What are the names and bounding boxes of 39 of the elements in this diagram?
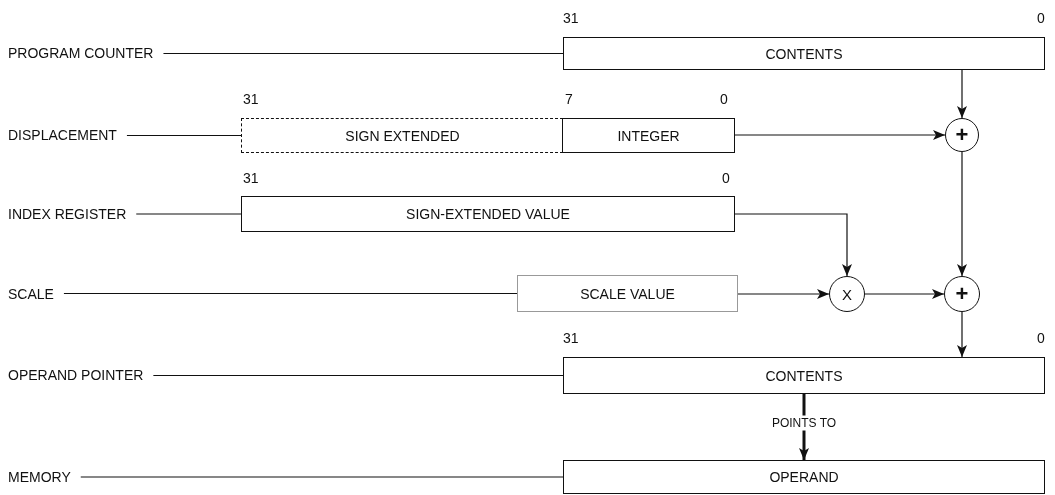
bit-number: 0 bbox=[720, 91, 728, 107]
register-field-box: CONTENTS bbox=[563, 37, 1045, 70]
bit-number: 0 bbox=[1037, 330, 1045, 346]
register-field-box: INTEGER bbox=[562, 118, 735, 153]
arrow bbox=[734, 130, 946, 140]
connector-line bbox=[80, 476, 564, 478]
row-label: MEMORY bbox=[8, 468, 71, 486]
row-label: DISPLACEMENT bbox=[8, 126, 117, 144]
arrow bbox=[737, 289, 830, 299]
register-field-box: SCALE VALUE bbox=[517, 275, 738, 312]
connector-line bbox=[135, 213, 242, 215]
arrow bbox=[957, 151, 967, 277]
arrow bbox=[957, 311, 967, 358]
arrow bbox=[864, 289, 945, 299]
edge-label: POINTS TO bbox=[769, 415, 839, 431]
operator-circle: + bbox=[944, 276, 980, 312]
bit-number: 31 bbox=[563, 330, 579, 346]
connector-line bbox=[152, 374, 564, 377]
bit-number: 0 bbox=[722, 170, 730, 186]
register-field-box: SIGN-EXTENDED VALUE bbox=[241, 196, 735, 232]
connector-line bbox=[63, 292, 518, 295]
connector-line bbox=[162, 52, 564, 55]
row-label: PROGRAM COUNTER bbox=[8, 44, 154, 62]
row-label: OPERAND POINTER bbox=[8, 366, 144, 384]
bit-number: 31 bbox=[243, 91, 259, 107]
arrow bbox=[734, 213, 852, 277]
operator-circle: + bbox=[945, 118, 979, 152]
bit-number: 0 bbox=[1037, 10, 1045, 26]
register-field-box: OPERAND bbox=[563, 460, 1045, 494]
bit-number: 7 bbox=[565, 91, 573, 107]
bit-number: 31 bbox=[243, 170, 259, 186]
connector-line bbox=[126, 134, 242, 137]
dashed-field-box: SIGN EXTENDED bbox=[241, 118, 563, 153]
arrow bbox=[957, 69, 967, 119]
row-label: INDEX REGISTER bbox=[8, 205, 127, 223]
bit-number: 31 bbox=[563, 10, 579, 26]
operator-circle: X bbox=[829, 276, 865, 312]
register-field-box: CONTENTS bbox=[563, 357, 1045, 394]
row-label: SCALE bbox=[8, 285, 54, 303]
